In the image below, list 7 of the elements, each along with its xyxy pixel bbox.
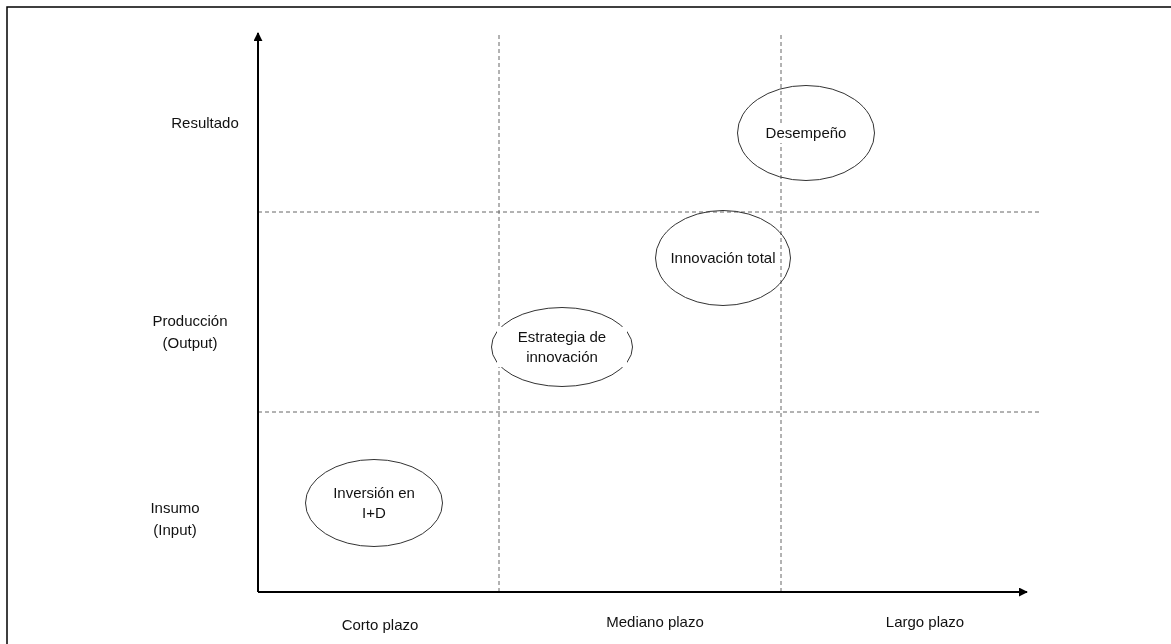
row-label: Resultado — [170, 113, 240, 133]
column-label: Mediano plazo — [605, 612, 705, 632]
column-label: Corto plazo — [340, 615, 420, 635]
column-label: Largo plazo — [884, 612, 966, 632]
node-label: Estrategia de innovación — [497, 327, 627, 367]
row-label: Producción (Output) — [151, 311, 229, 353]
row-label: Insumo (Input) — [149, 498, 201, 540]
